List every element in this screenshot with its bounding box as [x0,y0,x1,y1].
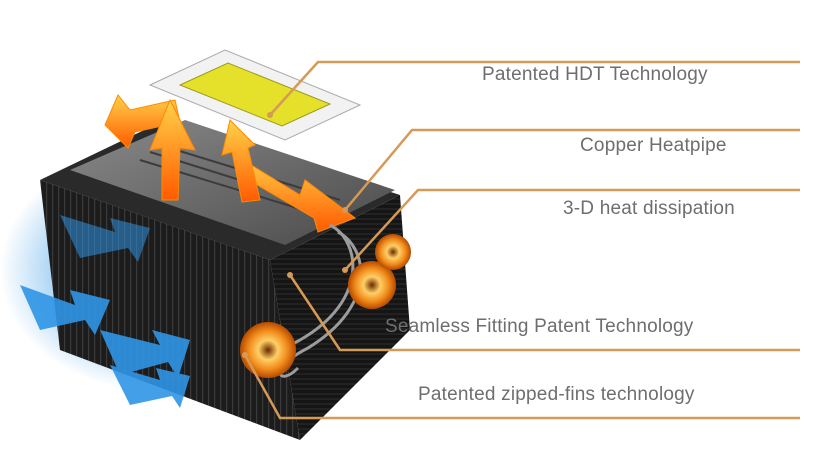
led-module [148,49,362,141]
copper-pipe-ends [240,234,411,378]
fin-block-side [270,195,410,440]
led-chip-array [178,62,332,127]
air-arrow-2 [100,330,190,378]
leader-line-4 [288,274,800,352]
callout-copper-heatpipe: Copper Heatpipe [580,135,727,156]
callout-hdt-technology: Patented HDT Technology [482,64,708,85]
callout-3d-heat-dissipation: 3-D heat dissipation [563,198,735,219]
copper-ring-3 [375,234,411,270]
leader-line-5 [243,354,800,420]
leader-dots [242,112,348,358]
heat-arrow-up [149,98,196,201]
leader-line-3 [344,188,800,271]
callout-seamless-fitting: Seamless Fitting Patent Technology [385,316,694,337]
heat-arrow-center [221,119,261,203]
air-flow-arrows [20,215,190,408]
copper-ring-1 [240,322,296,378]
air-arrow-4 [60,215,150,262]
air-arrow-1 [20,285,110,335]
leader-lines [243,60,800,420]
leader-line-2 [344,128,800,211]
callout-zipped-fins: Patented zipped-fins technology [418,384,695,405]
leader-line-1 [269,60,800,116]
copper-ring-2 [348,261,396,309]
air-arrow-3 [110,365,190,408]
heat-flow-arrows [104,94,357,233]
